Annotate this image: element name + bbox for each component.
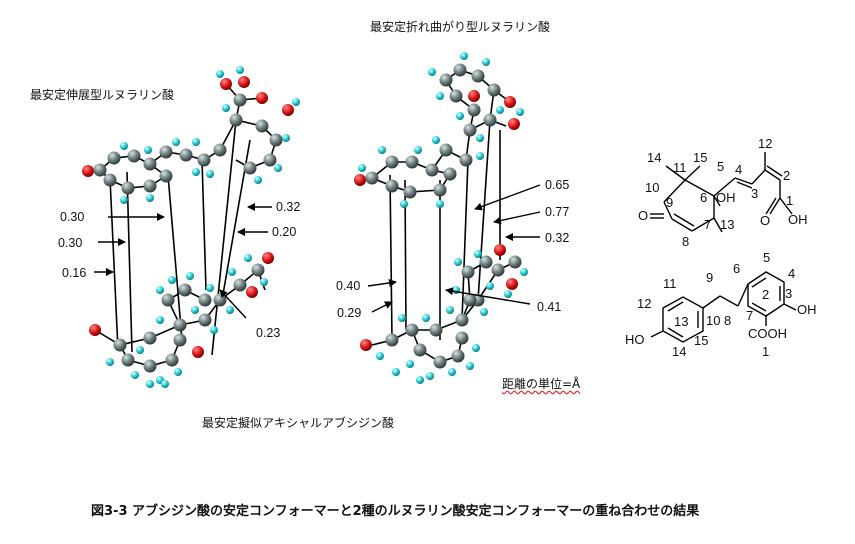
aba-o-carbonyl: O	[760, 213, 771, 228]
aba-num-9: 9	[666, 195, 674, 210]
lun-num-12: 12	[637, 296, 652, 311]
aba-num-14: 14	[647, 150, 662, 165]
dist-mid-2: 0.32	[545, 231, 570, 245]
dist-mid-3: 0.40	[336, 279, 361, 293]
bottom-center-title: 最安定擬似アキシャルアブシジン酸	[202, 416, 395, 430]
aba-num-15: 15	[693, 150, 708, 165]
lun-num-4: 4	[788, 266, 796, 281]
aba-oh: OH	[716, 190, 736, 205]
left-distance-arrows	[94, 203, 272, 319]
unit-note: 距離の単位=Å	[502, 375, 580, 392]
lun-cooh: COOH	[748, 326, 787, 341]
dist-left-4: 0.20	[272, 225, 297, 239]
dist-mid-1: 0.77	[545, 205, 570, 219]
middle-overlay-model	[371, 69, 516, 363]
aba-num-13: 13	[720, 217, 735, 232]
aba-num-5: 5	[717, 159, 725, 174]
lun-num-5: 5	[763, 250, 771, 265]
lunularic-structure	[650, 271, 797, 343]
top-center-title: 最安定折れ曲がり型ルヌラリン酸	[370, 20, 551, 34]
lun-num-9: 9	[706, 270, 714, 285]
lun-num-2: 2	[762, 287, 770, 302]
lun-num-11: 11	[663, 276, 677, 291]
figure-caption: 図3-3 アブシジン酸の安定コンフォーマーと2種のルヌラリン酸安定コンフォーマー…	[91, 504, 700, 519]
aba-num-6: 6	[700, 190, 708, 205]
dist-left-3: 0.32	[276, 200, 301, 214]
lun-num-10: 10	[706, 313, 721, 328]
lun-num-6: 6	[733, 261, 741, 276]
aba-num-10: 10	[645, 180, 660, 195]
aba-o-ketone: O	[638, 208, 649, 223]
aba-structure	[650, 152, 793, 233]
aba-num-11: 11	[673, 160, 687, 175]
dist-left-2: 0.16	[62, 266, 87, 280]
lun-num-14: 14	[672, 344, 687, 359]
aba-num-12: 12	[758, 136, 773, 151]
lun-num-1: 1	[762, 344, 770, 359]
lun-num-3: 3	[785, 286, 793, 301]
lun-num-8: 8	[724, 313, 732, 328]
lun-num-7: 7	[746, 308, 754, 323]
aba-num-8: 8	[682, 234, 690, 249]
dist-mid-4: 0.29	[337, 306, 362, 320]
dist-left-5: 0.23	[256, 326, 281, 340]
left-model-atoms	[82, 66, 300, 388]
top-left-title: 最安定伸展型ルヌラリン酸	[30, 88, 175, 102]
dist-mid-0: 0.65	[545, 178, 570, 192]
aba-acid-oh: OH	[788, 212, 808, 227]
aba-num-2: 2	[783, 168, 791, 183]
dist-left-1: 0.30	[58, 236, 83, 250]
aba-num-7: 7	[704, 217, 712, 232]
unit-text: 距離の単位=Å	[502, 377, 581, 391]
middle-distance-arrows	[367, 184, 541, 313]
lun-num-13: 13	[674, 314, 689, 329]
aba-num-1: 1	[786, 193, 794, 208]
aba-num-3: 3	[751, 186, 759, 201]
dist-left-0: 0.30	[60, 210, 85, 224]
aba-num-4: 4	[735, 162, 743, 177]
dist-mid-5: 0.41	[537, 300, 562, 314]
middle-model-atoms	[354, 52, 528, 384]
lun-ho: HO	[625, 332, 645, 347]
lun-oh: OH	[797, 302, 817, 317]
lun-num-15: 15	[694, 333, 709, 348]
